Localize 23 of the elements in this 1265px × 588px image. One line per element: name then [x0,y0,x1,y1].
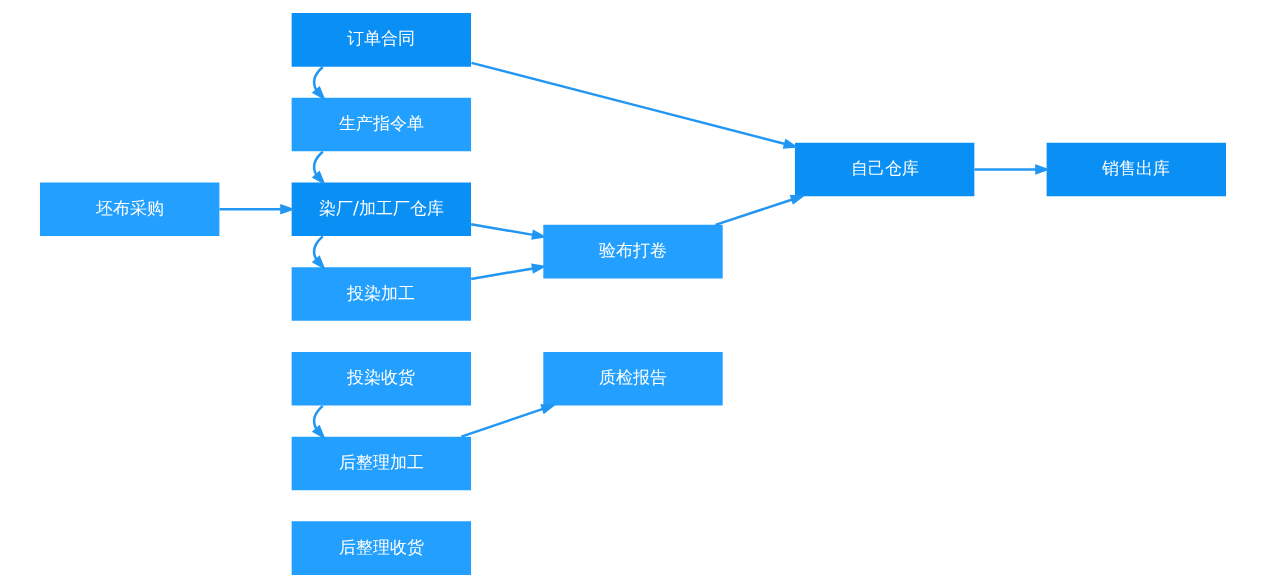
node-box: 质检报告 [542,351,723,406]
node-box: 染厂/加工厂仓库 [291,182,471,237]
arrow [311,235,326,270]
node-box: 后整理收货 [291,521,471,575]
node-box: 生产指令单 [291,97,471,152]
node-box: 后整理加工 [291,436,471,491]
node-box: 投染加工 [291,267,471,321]
node-box: 订单合同 [291,13,471,67]
arrow [311,150,326,186]
node-box: 验布打卷 [542,224,723,279]
arrow [311,404,326,440]
arrow [311,66,326,101]
node-box: 投染收货 [291,351,471,406]
node-box: 自己仓库 [794,142,974,197]
node-box: 销售出库 [1046,142,1226,197]
arrow [460,404,556,438]
node-box: 坯布采购 [39,182,219,237]
arrow [470,61,798,149]
arrow [470,263,547,281]
arrow [470,223,547,240]
arrow [714,194,805,226]
arrow [219,204,295,215]
arrow [973,164,1050,175]
